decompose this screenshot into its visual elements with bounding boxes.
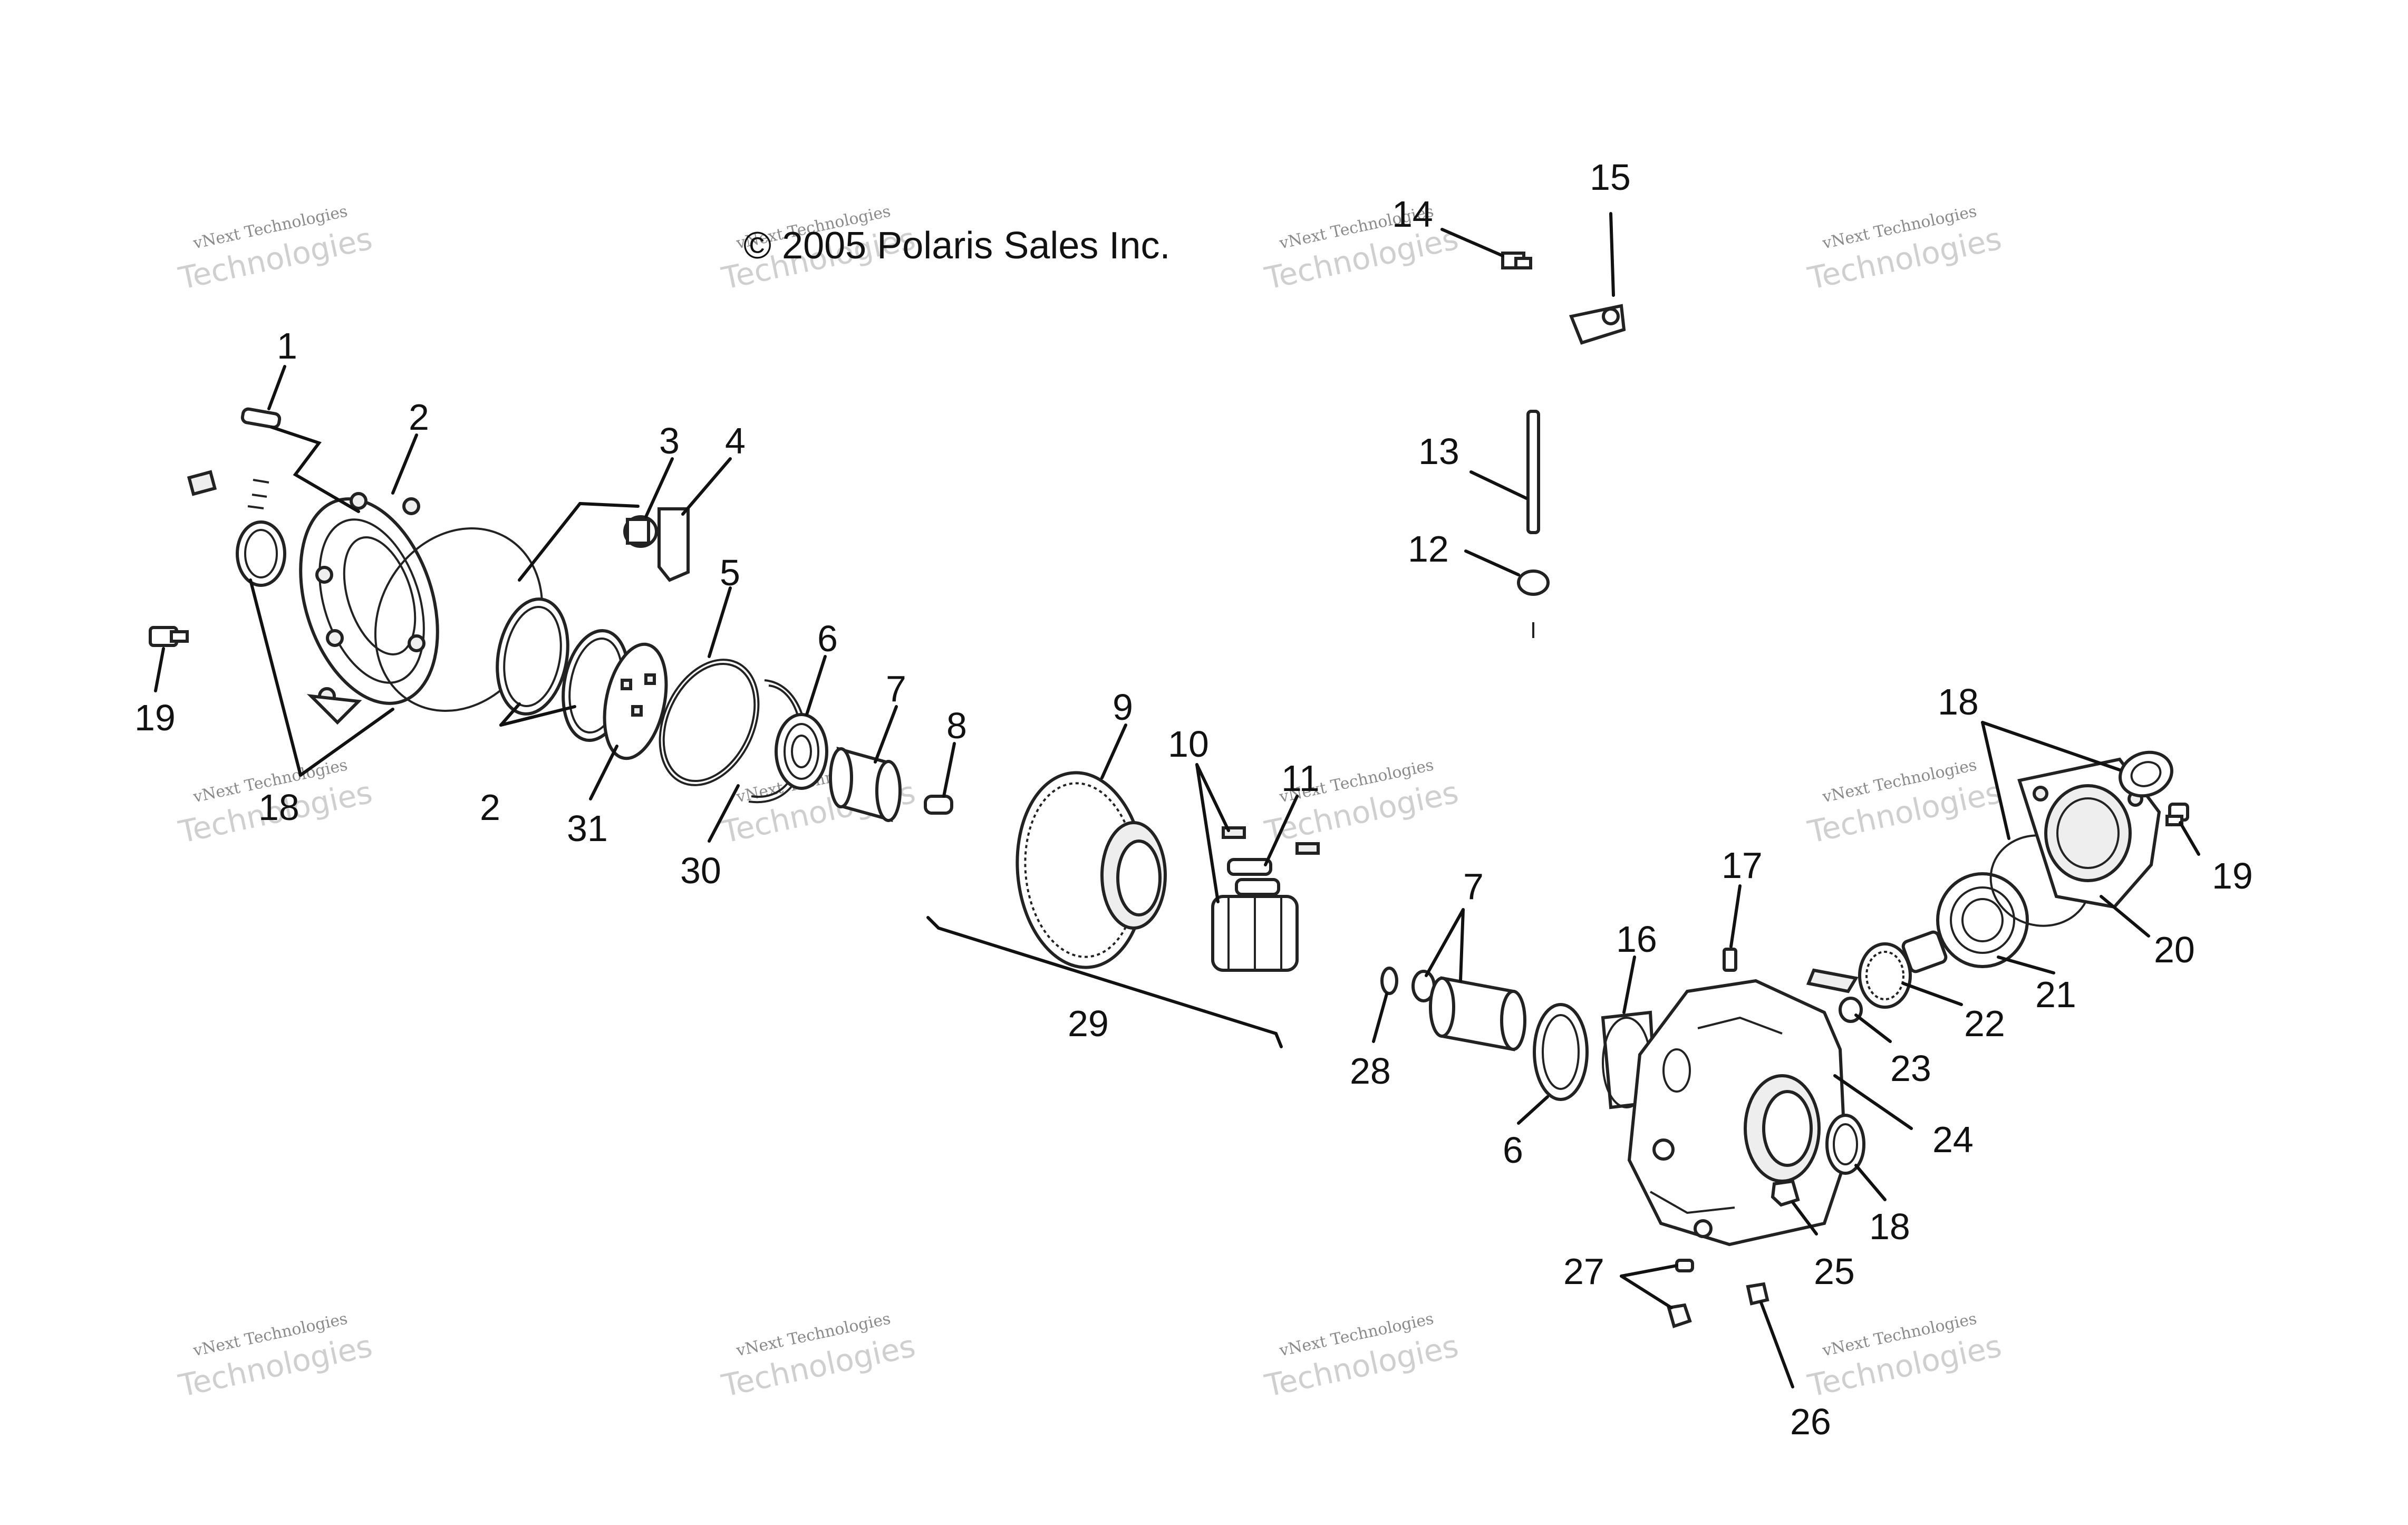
- callout-16: 16: [1616, 919, 1657, 960]
- part-31-plate: [603, 642, 668, 760]
- part-14-screw: [1501, 252, 1532, 269]
- part-5-snap-ring: [659, 659, 760, 786]
- watermark: Technologies vNext Technologies: [175, 202, 375, 296]
- part-small-keys: [187, 470, 269, 509]
- watermark: Technologies vNext Technologies: [1804, 756, 2005, 850]
- watermark: Technologies vNext Technologies: [1804, 202, 2005, 296]
- callout-22: 22: [1964, 1003, 2005, 1044]
- callout-18: 18: [1938, 681, 1979, 722]
- callout-6: 6: [817, 618, 838, 659]
- callout-3: 3: [659, 420, 680, 461]
- part-19-bolt-right: [2165, 803, 2189, 826]
- part-21-bearing: [1936, 872, 2029, 968]
- callout-28: 28: [1350, 1050, 1391, 1092]
- part-13-rod: [1526, 410, 1540, 534]
- copyright-notice: © 2005 Polaris Sales Inc.: [743, 225, 1170, 267]
- callout-27: 27: [1563, 1251, 1604, 1292]
- callout-6: 6: [1503, 1130, 1523, 1171]
- callout-31: 31: [567, 808, 608, 849]
- callout-30: 30: [680, 850, 721, 891]
- part-18-seal-right: [1825, 1114, 1865, 1175]
- part-9-ring-gear: [1016, 771, 1167, 969]
- part-26-bolt: [1746, 1282, 1769, 1306]
- part-3-bushing: [623, 515, 658, 548]
- watermark: Technologies vNext Technologies: [718, 1309, 918, 1404]
- callout-11: 11: [1281, 758, 1320, 799]
- part-1-pin: [240, 407, 282, 429]
- callout-15: 15: [1590, 157, 1631, 198]
- part-6-bearing-right: [1533, 1003, 1589, 1101]
- part-20-cover: [2017, 757, 2161, 909]
- callout-labels: 1 2 3 4 5 6 7 8 18 19 2 31 30 9 10 11 29…: [134, 157, 2253, 1442]
- callout-20: 20: [2154, 929, 2195, 970]
- callout-25: 25: [1814, 1251, 1855, 1292]
- callout-12: 12: [1408, 528, 1449, 570]
- part-2-cover-housing: [299, 492, 439, 725]
- part-24-housing: [1627, 979, 1848, 1247]
- callout-10: 10: [1168, 723, 1209, 765]
- callout-24: 24: [1932, 1119, 1974, 1160]
- callout-23: 23: [1890, 1048, 1931, 1089]
- callout-17: 17: [1722, 845, 1763, 886]
- callout-21: 21: [2035, 974, 2076, 1015]
- callout-18: 18: [258, 787, 299, 828]
- watermark: Technologies vNext Technologies: [175, 1309, 375, 1404]
- callout-29: 29: [1068, 1003, 1109, 1044]
- part-28-clip: [1380, 967, 1398, 995]
- callout-14: 14: [1392, 194, 1433, 235]
- callout-19: 19: [134, 697, 176, 738]
- callout-8: 8: [946, 705, 967, 746]
- callout-7: 7: [1463, 866, 1484, 907]
- callout-19: 19: [2212, 855, 2253, 896]
- watermark: Technologies vNext Technologies: [1261, 1309, 1462, 1404]
- callout-9: 9: [1113, 687, 1133, 728]
- part-27-screws: [1667, 1259, 1694, 1328]
- callout-2: 2: [409, 397, 429, 438]
- part-15-clip: [1569, 304, 1626, 345]
- callout-1: 1: [277, 325, 297, 366]
- part-22-pinion-gear: [1858, 930, 1948, 1009]
- part-17-pin: [1723, 948, 1737, 972]
- part-11-rollers: [1227, 858, 1280, 896]
- part-12-bushing: [1517, 570, 1550, 638]
- callout-2: 2: [480, 787, 500, 828]
- callout-4: 4: [725, 420, 746, 461]
- part-8-pin: [924, 795, 953, 815]
- callout-26: 26: [1790, 1401, 1831, 1442]
- callout-13: 13: [1418, 431, 1459, 472]
- part-4-bracket: [657, 507, 690, 582]
- part-10-carrier: [1211, 826, 1320, 972]
- part-7-sleeve-right: [1411, 970, 1526, 1051]
- part-7-sleeve-left: [829, 746, 902, 823]
- watermark: Technologies vNext Technologies: [1804, 1309, 2005, 1404]
- part-18-seal-top-right: [2119, 750, 2173, 798]
- callout-7: 7: [886, 668, 906, 709]
- part-25-plug: [1771, 1179, 1800, 1207]
- leader-lines: [154, 212, 2200, 1388]
- callout-5: 5: [720, 552, 740, 593]
- part-6-bearing-left: [775, 713, 828, 790]
- part-18-seal-left: [236, 520, 286, 587]
- part-2-ring-a: [496, 597, 569, 716]
- part-19-bolt-left: [149, 626, 189, 647]
- callout-18: 18: [1869, 1206, 1910, 1247]
